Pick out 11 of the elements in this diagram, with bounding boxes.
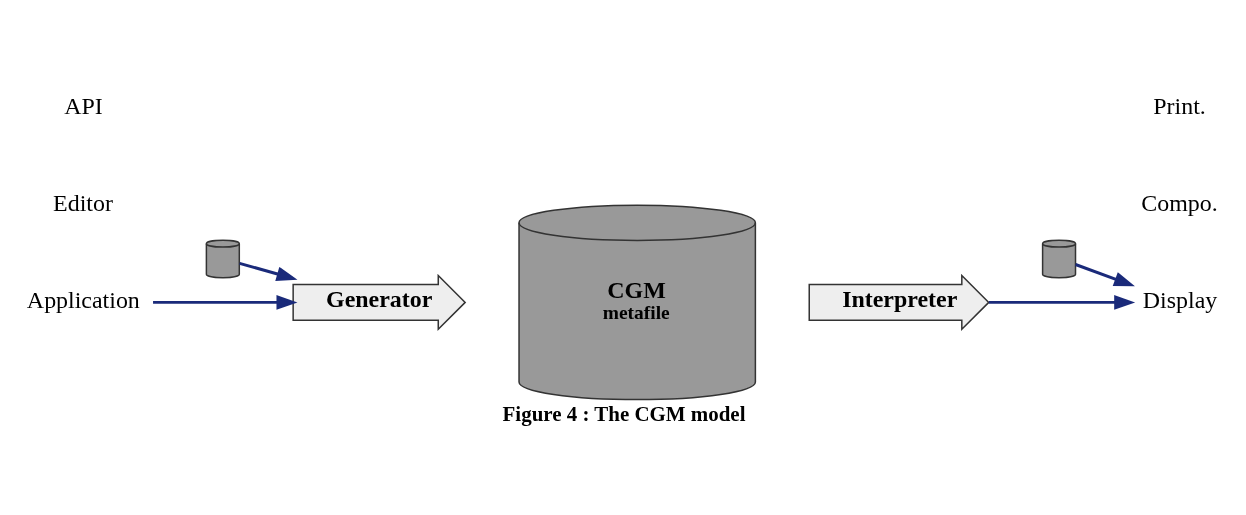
node-text: Application: [26, 287, 140, 314]
arrow: [239, 261, 298, 282]
arrow: [988, 295, 1136, 310]
label: Editor: [53, 189, 113, 216]
arrow: [153, 295, 298, 310]
arrow: [1075, 263, 1135, 287]
label: API: [64, 92, 103, 119]
label: Print.: [1153, 92, 1206, 119]
node-text: Display: [1142, 287, 1218, 314]
caption: Figure 4 : The CGM model: [502, 401, 746, 426]
label: Compo.: [1141, 189, 1218, 216]
